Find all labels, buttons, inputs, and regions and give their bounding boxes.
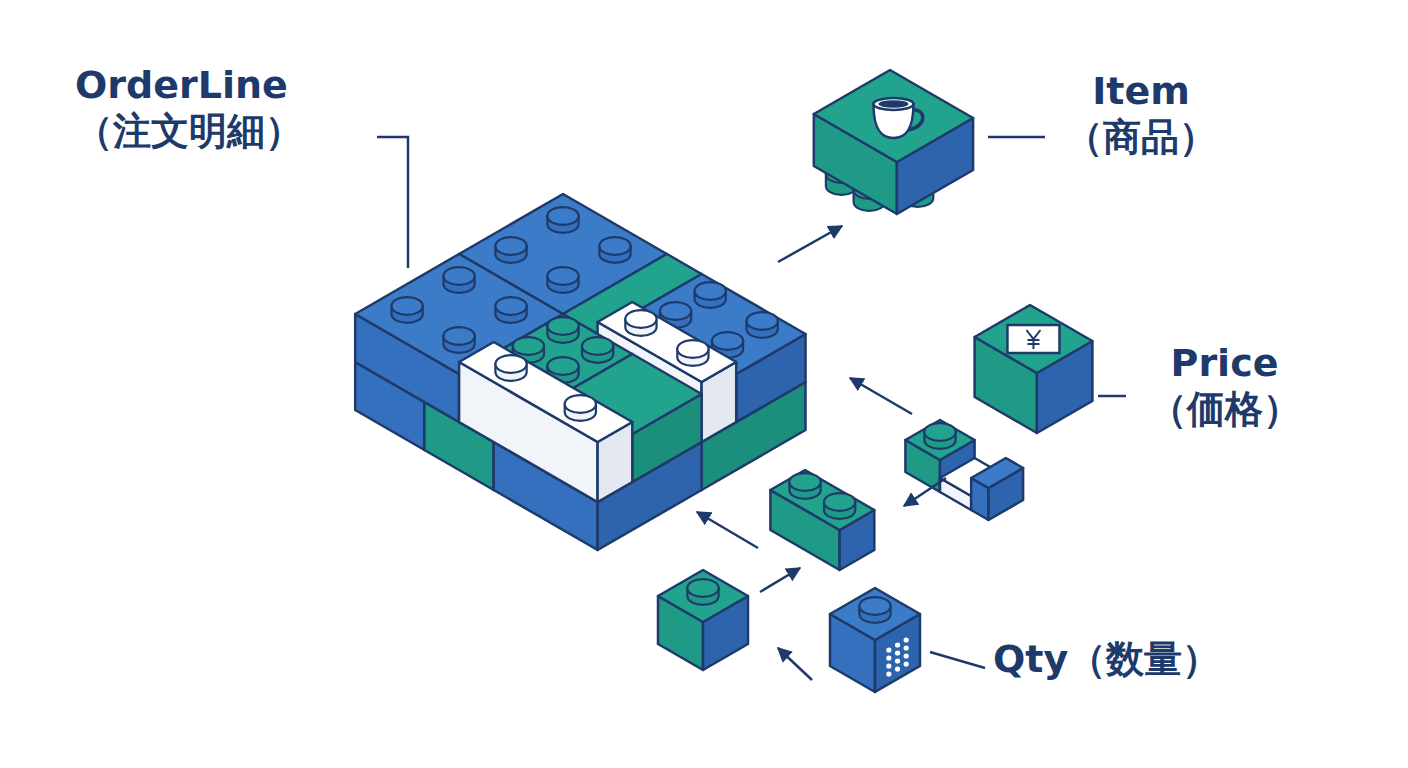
qty-brick <box>830 588 920 692</box>
brick-top-face <box>814 70 973 162</box>
stud-top <box>443 327 474 345</box>
stud-top <box>547 267 578 285</box>
stud-top <box>824 493 855 511</box>
brick-top-face <box>459 342 632 442</box>
stud-top <box>747 312 778 330</box>
item-brick <box>814 70 973 214</box>
small-brick <box>658 570 748 670</box>
stud-top <box>547 207 578 225</box>
stud-top <box>443 267 474 285</box>
stud-top <box>513 337 544 355</box>
dot <box>904 637 909 642</box>
brick-top-face <box>975 305 1093 373</box>
stud-top <box>495 355 526 373</box>
stud-top <box>582 337 613 355</box>
leader-line <box>988 136 1045 139</box>
part-label: Price （価格） <box>1132 340 1317 433</box>
assembly-arrow <box>697 512 758 548</box>
brick-top-face <box>971 458 1023 488</box>
middle-brick <box>770 470 874 570</box>
brick-top-face <box>830 588 920 640</box>
stud-top <box>625 310 656 328</box>
yen-symbol <box>1026 330 1040 349</box>
dot <box>886 655 891 660</box>
leaders <box>377 137 1126 668</box>
brick-top-face <box>905 420 974 460</box>
assembly-arrow <box>778 226 842 262</box>
stud-top <box>495 297 526 315</box>
dot <box>895 658 900 663</box>
stud-top <box>392 297 423 315</box>
dot <box>904 661 909 666</box>
connector-brick <box>905 420 1023 520</box>
dot <box>886 671 891 676</box>
brick-top-face <box>355 254 563 374</box>
stud-top <box>695 282 726 300</box>
stud-top <box>547 317 578 335</box>
dot <box>895 666 900 671</box>
stud-top <box>687 579 718 597</box>
price-brick <box>975 305 1093 433</box>
leader-line <box>377 137 408 268</box>
assembly-arrow <box>904 478 946 506</box>
price-tag <box>1007 325 1059 353</box>
stud-top <box>495 237 526 255</box>
stud-top <box>565 395 596 413</box>
dot <box>886 663 891 668</box>
cup-rim <box>873 98 913 110</box>
dot <box>886 647 891 652</box>
dot <box>895 642 900 647</box>
stud-top <box>547 357 578 375</box>
brick-top-face <box>770 470 874 530</box>
part-label: Item （商品） <box>1055 68 1227 161</box>
brick-top-face <box>658 570 748 622</box>
stud-top <box>789 473 820 491</box>
stud-top <box>924 423 955 441</box>
part-label: OrderLine （注文明細） <box>75 62 365 155</box>
leader-line <box>1098 395 1126 398</box>
arrows <box>697 226 946 680</box>
stud-top <box>660 302 691 320</box>
dot <box>904 645 909 650</box>
stud-top <box>859 597 890 615</box>
stud-top <box>677 340 708 358</box>
stud-top <box>599 237 630 255</box>
stud-top <box>712 332 743 350</box>
assembly-arrow <box>850 378 912 414</box>
assembly-arrow <box>778 648 812 680</box>
orderline-assembly <box>355 194 805 550</box>
leader-line <box>930 652 985 668</box>
part-label: Qty（数量） <box>993 636 1220 682</box>
cup-coffee <box>878 100 908 108</box>
dot <box>904 653 909 658</box>
dot <box>895 650 900 655</box>
assembly-arrow <box>760 568 800 592</box>
